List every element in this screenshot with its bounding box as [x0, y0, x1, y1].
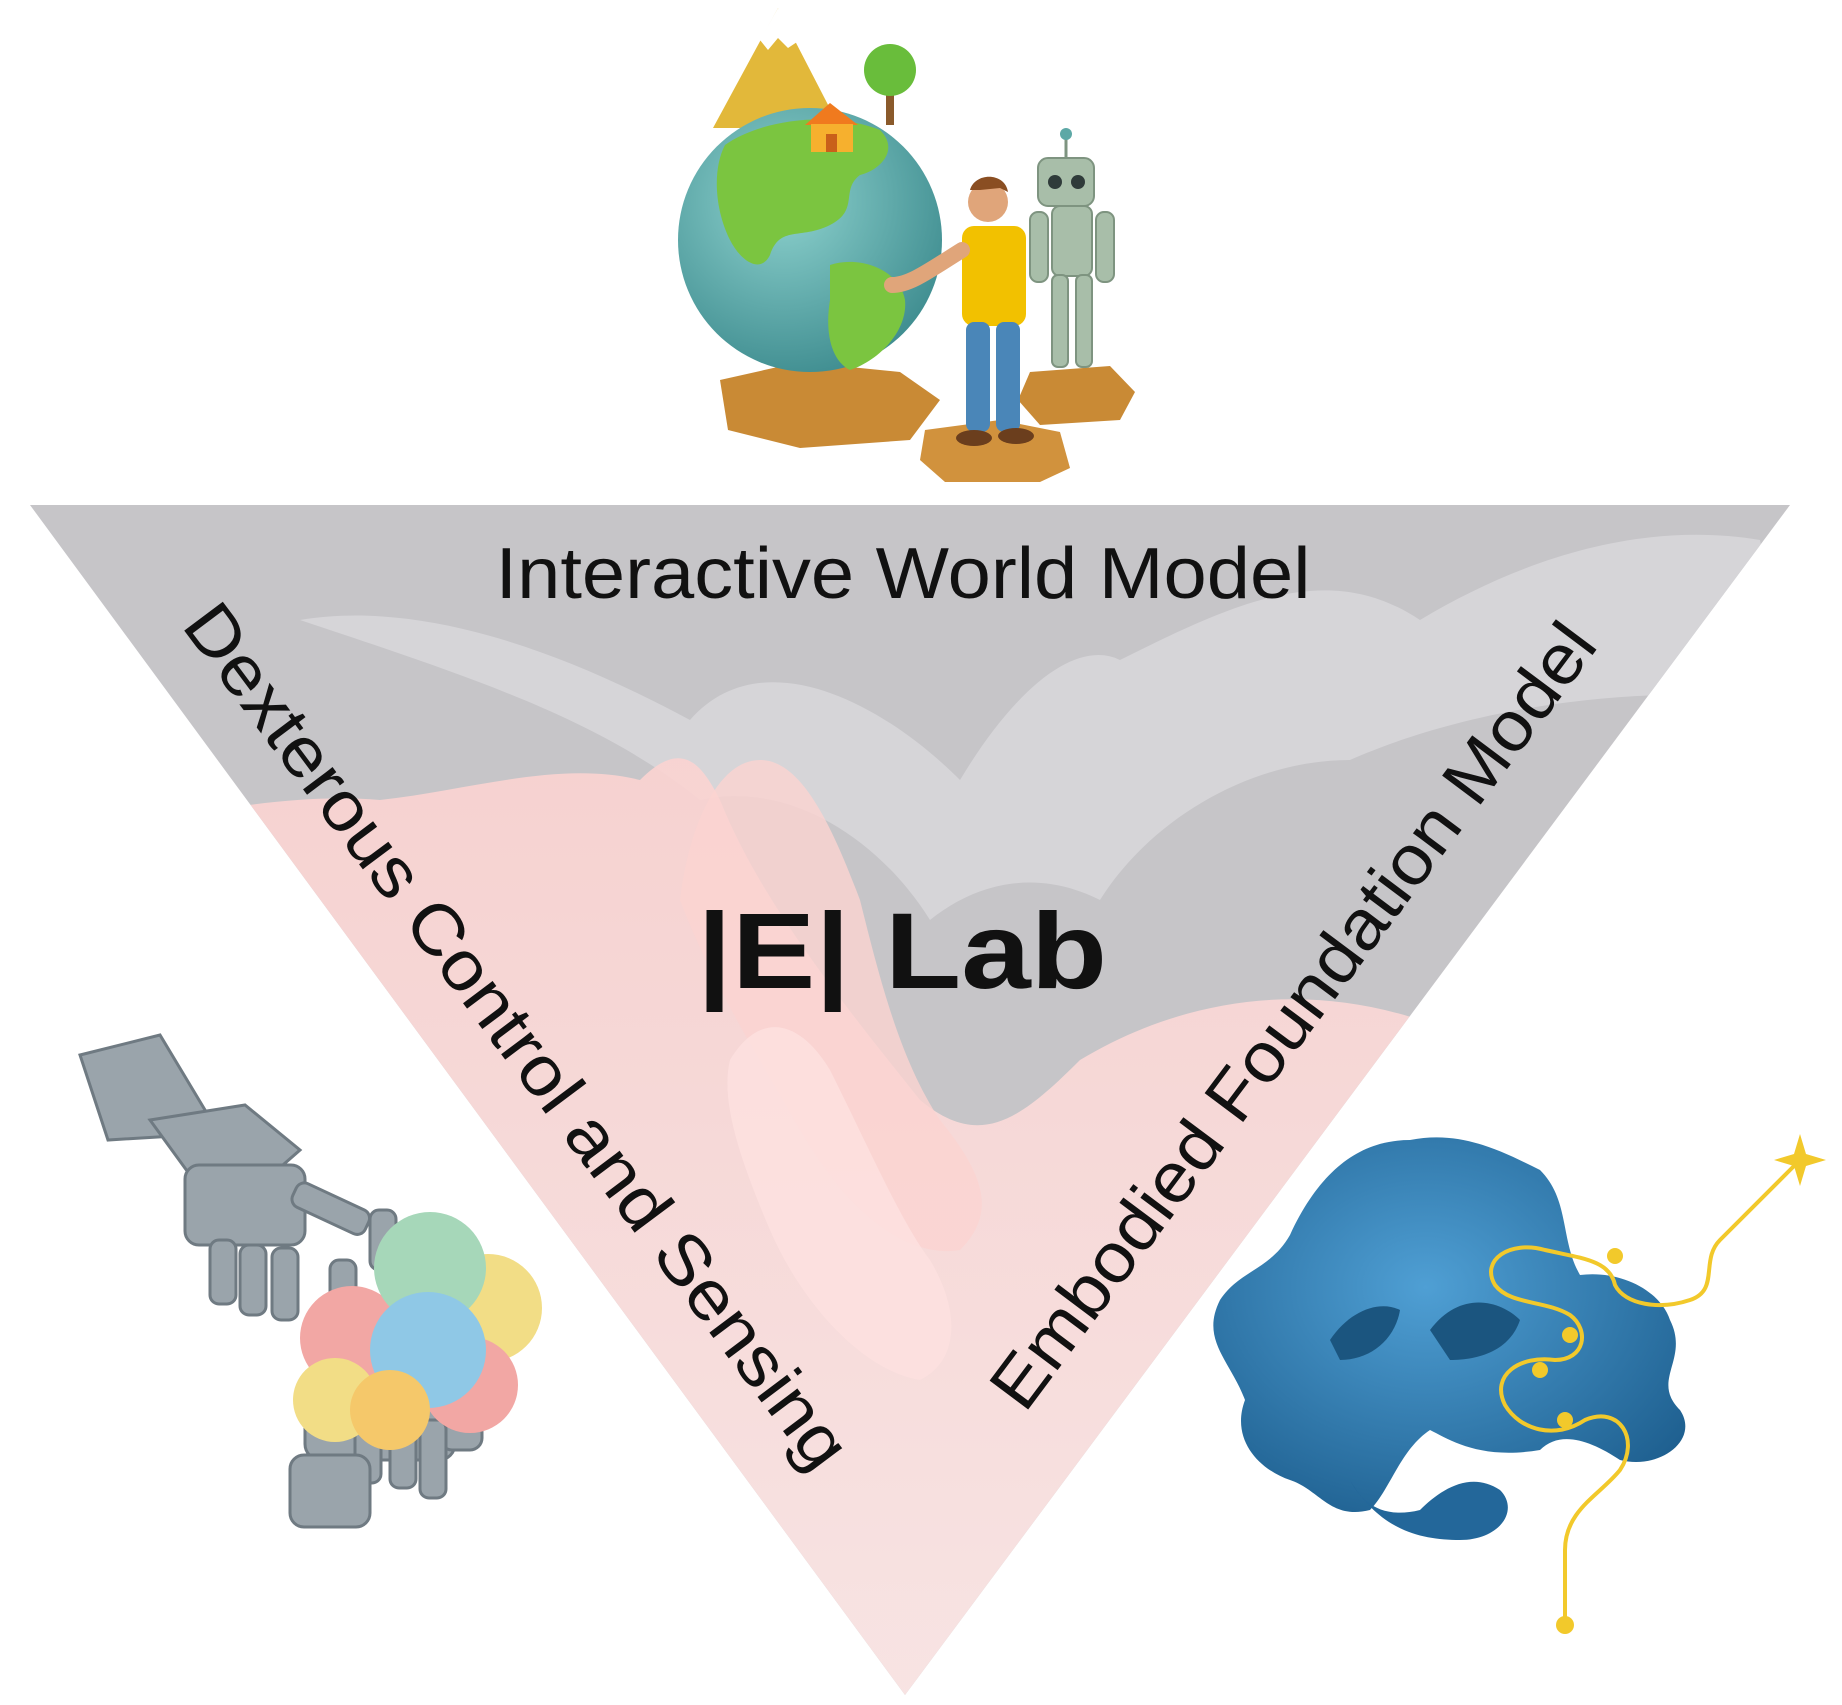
pink-tongue	[680, 760, 982, 1252]
loss-landscape-surface-with-path-icon	[1213, 1134, 1826, 1634]
center-lab-label: |E| Lab	[697, 890, 1107, 1013]
globe-with-person-and-robot-icon	[678, 8, 1135, 482]
pink-lower-tongue	[727, 1027, 952, 1380]
robot-hand-holding-clay-balls-icon	[78, 1033, 542, 1529]
light-gray-band	[300, 534, 1790, 920]
top-edge-label: Interactive World Model	[496, 534, 1311, 614]
